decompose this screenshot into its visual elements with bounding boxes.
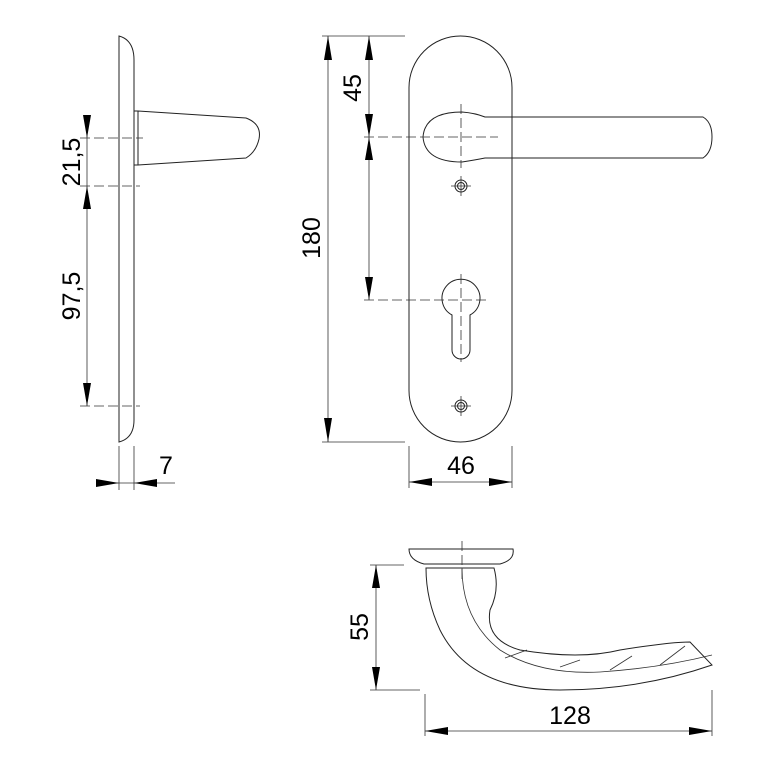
front-view: 180 45 46 xyxy=(298,35,713,488)
dim-lever-height: 21,5 xyxy=(58,138,86,187)
arrowhead xyxy=(372,565,380,588)
arrowhead xyxy=(365,277,373,300)
rosette xyxy=(408,548,514,565)
dim-projection: 55 xyxy=(346,613,374,641)
arrowhead xyxy=(83,383,91,406)
grip-marks xyxy=(504,645,686,671)
arrowhead xyxy=(324,36,332,60)
side-handle xyxy=(134,110,260,166)
dim-plate-height: 180 xyxy=(298,217,326,259)
arrowhead xyxy=(409,478,432,486)
dim-top-to-lever: 45 xyxy=(339,74,367,102)
dim-center-distance: 97,5 xyxy=(58,272,86,321)
arrowhead xyxy=(134,479,157,487)
arrowhead xyxy=(96,479,119,487)
arrowhead xyxy=(372,667,380,690)
arrowhead xyxy=(324,418,332,442)
arrowhead xyxy=(489,478,512,486)
side-view: 21,5 97,5 7 xyxy=(58,35,260,490)
arrowhead xyxy=(365,137,373,160)
screw-bottom xyxy=(451,396,471,416)
side-plate xyxy=(118,35,135,443)
lever-ridge xyxy=(461,567,713,673)
arrowhead xyxy=(83,186,91,209)
arrowhead xyxy=(365,114,373,137)
top-lever xyxy=(425,567,713,691)
dim-plate-thickness: 7 xyxy=(159,452,173,480)
screw-top xyxy=(451,176,471,196)
arrowhead xyxy=(689,727,712,735)
top-view: 55 128 xyxy=(346,541,713,736)
dim-lever-length: 128 xyxy=(549,702,591,730)
keyhole xyxy=(441,278,481,360)
front-plate xyxy=(408,35,513,443)
arrowhead xyxy=(83,115,91,138)
arrowhead xyxy=(365,36,373,60)
arrowhead xyxy=(425,727,448,735)
dim-plate-width: 46 xyxy=(447,452,475,480)
